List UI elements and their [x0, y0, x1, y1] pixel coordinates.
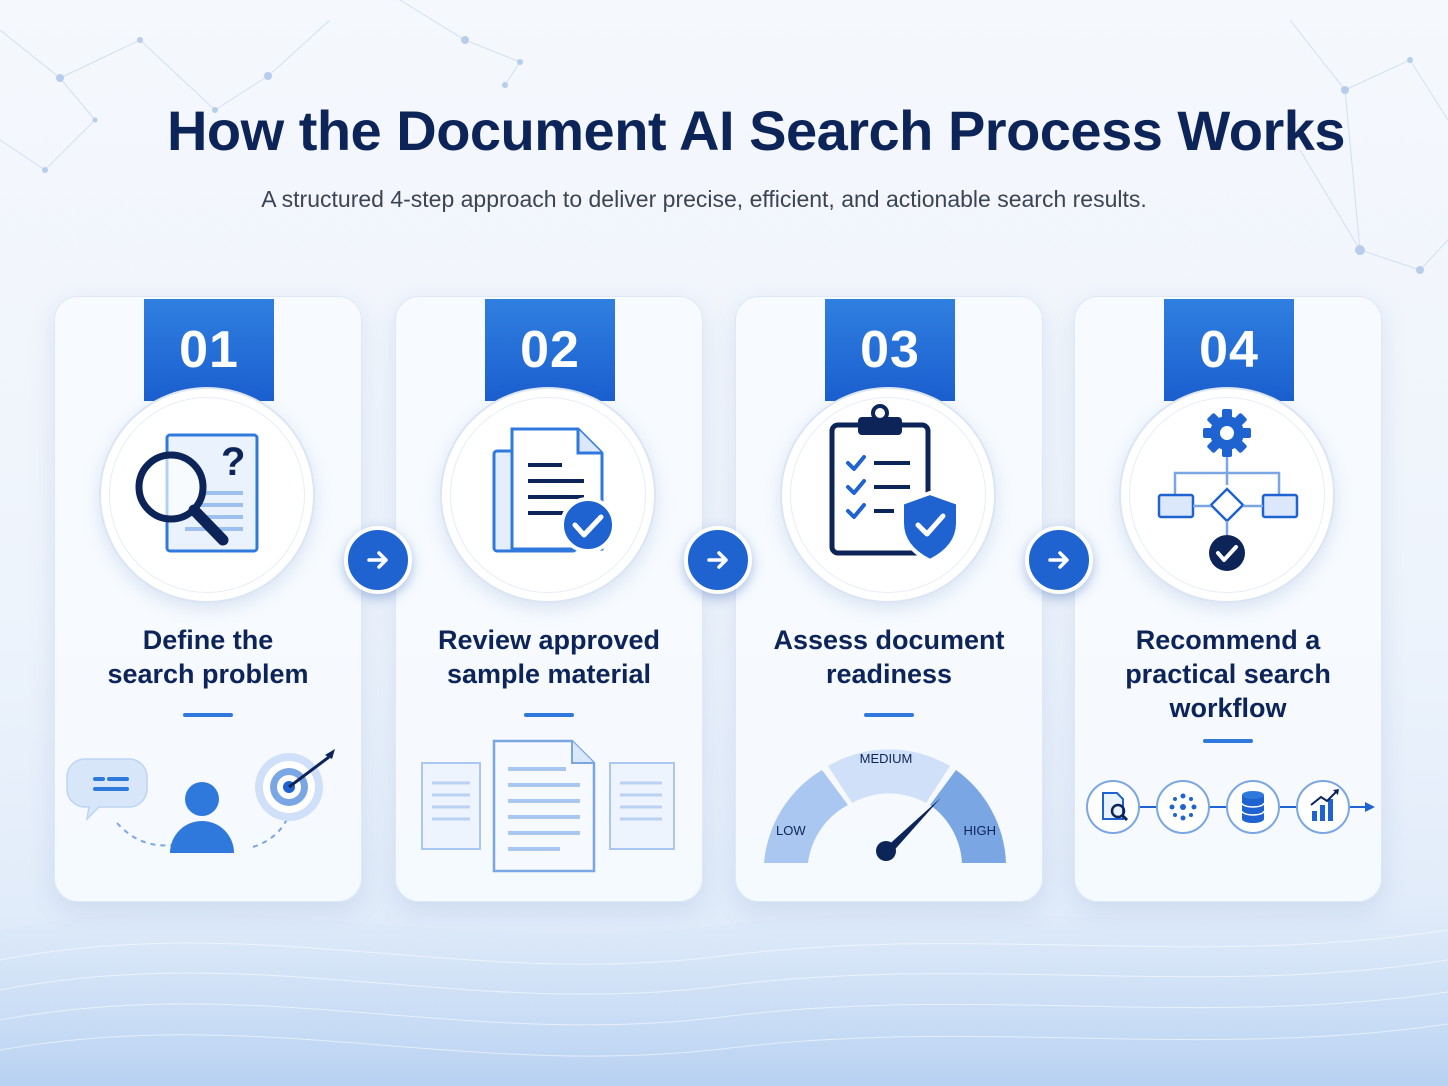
step-card-4: 04 R: [1074, 296, 1382, 902]
page-subtitle: A structured 4-step approach to deliver …: [261, 186, 1147, 212]
magnifier-document-question-icon: ?: [135, 433, 259, 553]
step-number-badge: 01: [144, 299, 274, 401]
readiness-gauge: MEDIUM LOW HIGH: [764, 749, 1006, 863]
bar-chart-icon: [1296, 780, 1350, 834]
document-search-icon: [1086, 780, 1140, 834]
step-illustration: [421, 739, 675, 873]
arrow-right-icon: [707, 551, 728, 569]
title-underline: [864, 713, 914, 717]
database-icon: [1226, 780, 1280, 834]
gauge-medium-label: MEDIUM: [860, 751, 913, 766]
gauge-arcs: [764, 749, 1006, 863]
document-stack-icon: [421, 739, 675, 873]
gauge-low-label: LOW: [776, 823, 806, 838]
step-illustration: [66, 749, 335, 853]
gauge-high-label: HIGH: [964, 823, 997, 838]
step-number-badge: 04: [1164, 299, 1294, 401]
document-check-icon: [492, 427, 616, 553]
next-step-arrow-1: [344, 526, 412, 594]
gauge-needle: [876, 797, 941, 861]
step-number-badge: 02: [485, 299, 615, 401]
arrow-right-icon: [367, 551, 388, 569]
step-icon-circle: [440, 387, 656, 603]
workflow-gear-icon: [1157, 409, 1299, 571]
title-underline: [524, 713, 574, 717]
gear-icon: [1203, 409, 1251, 457]
svg-text:?: ?: [221, 440, 245, 484]
step-icon-circle: ?: [99, 387, 315, 603]
clipboard-shield-icon: [829, 404, 960, 564]
dots-cluster-icon: [1156, 780, 1210, 834]
speech-bubble-icon: [66, 758, 148, 822]
user-icon: [170, 782, 234, 853]
next-step-arrow-2: [684, 526, 752, 594]
page-title: How the Document AI Search Process Works: [166, 99, 1346, 162]
step-illustration: [1086, 780, 1375, 834]
step-icon-circle: [780, 387, 996, 603]
title-underline: [183, 713, 233, 717]
next-step-arrow-3: [1025, 526, 1093, 594]
title-underline: [1203, 739, 1253, 743]
step-icon-circle: [1119, 387, 1335, 603]
arrow-right-icon: [1048, 551, 1069, 569]
step-number-badge: 03: [825, 299, 955, 401]
target-icon: [255, 749, 335, 821]
